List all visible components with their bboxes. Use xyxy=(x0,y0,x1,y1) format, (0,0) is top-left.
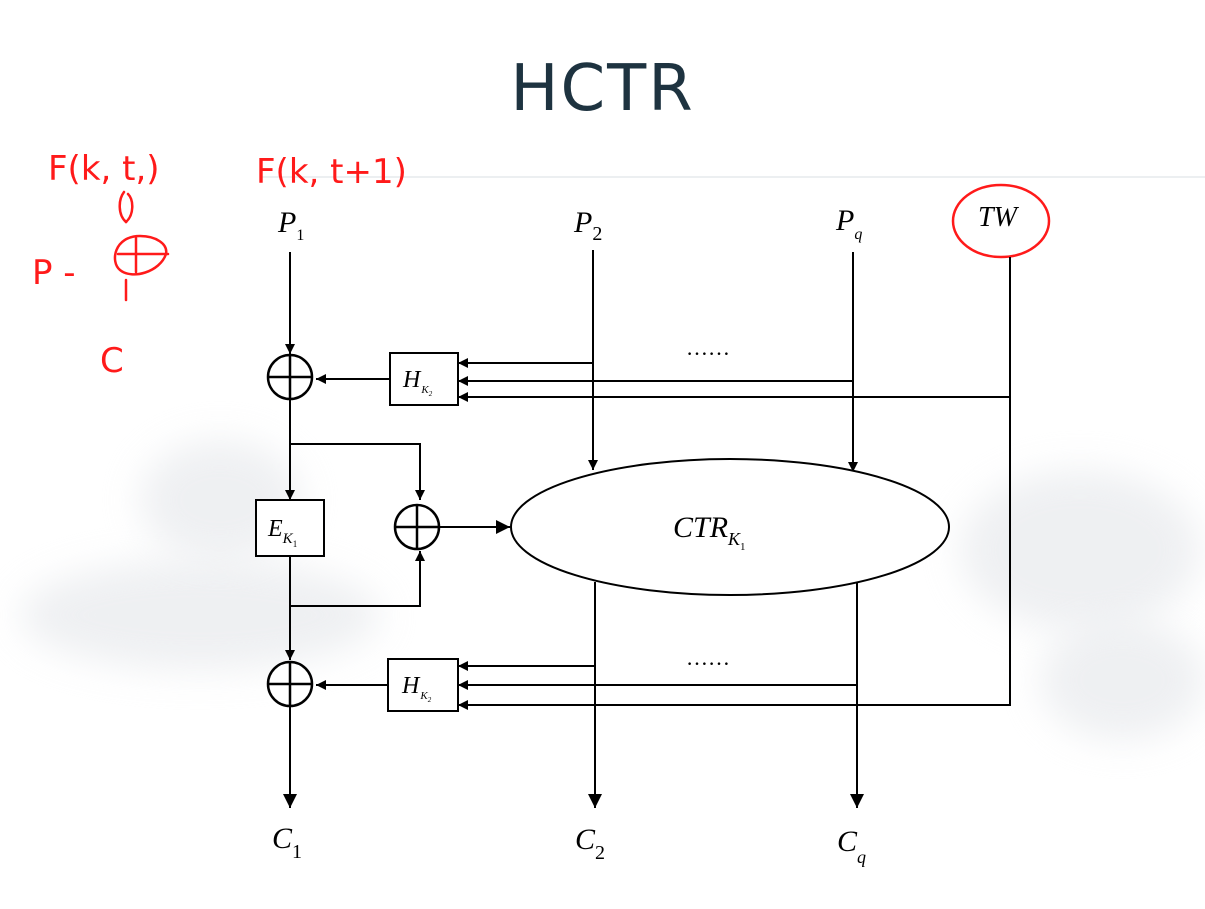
input-pq: Pq xyxy=(835,204,862,243)
ctr-ellipse xyxy=(510,458,950,596)
slide-title: HCTR xyxy=(510,52,695,126)
annotation-arrow-down xyxy=(118,190,134,224)
ellipsis-bottom: …… xyxy=(686,645,730,670)
annotation-f-k-t-plus-1: F(k, t+1) xyxy=(256,152,407,192)
ellipsis-top: …… xyxy=(686,335,730,360)
input-p1: P1 xyxy=(277,206,304,244)
hash-top-label: HK2 xyxy=(402,367,433,398)
ctr-label: CTRK1 xyxy=(673,511,746,553)
encrypt-box xyxy=(255,499,325,557)
input-tw: TW xyxy=(978,202,1020,233)
handwritten-annotations: F(k, t,) F(k, t+1) P - C xyxy=(32,149,1051,552)
branch-to-mid-xor-arrow xyxy=(290,443,425,500)
hash-top-box xyxy=(389,352,459,406)
hash-bottom-label: HK2 xyxy=(401,673,432,704)
annotation-f-k-t: F(k, t,) xyxy=(48,149,160,189)
annotation-p: P - xyxy=(32,253,76,293)
annotation-plus-mark xyxy=(116,236,170,274)
xor-top xyxy=(266,353,314,401)
encrypt-label: EK1 xyxy=(267,516,297,549)
hash-bottom-box xyxy=(387,658,459,712)
tw-highlight-circle xyxy=(951,183,1051,259)
tw-to-hash-bottom-line xyxy=(458,257,1011,710)
xor-middle xyxy=(393,503,441,551)
output-cq: Cq xyxy=(837,825,866,867)
xor-bottom xyxy=(266,660,314,708)
diagram-lines xyxy=(283,250,1011,808)
annotation-c: C xyxy=(100,341,124,381)
encrypt-to-mid-xor-arrow xyxy=(290,551,425,607)
output-c2: C2 xyxy=(575,823,605,864)
annotation-circle-op xyxy=(113,234,168,276)
output-c1: C1 xyxy=(272,822,302,863)
input-p2: P2 xyxy=(573,206,602,245)
title-rule xyxy=(260,176,1205,178)
